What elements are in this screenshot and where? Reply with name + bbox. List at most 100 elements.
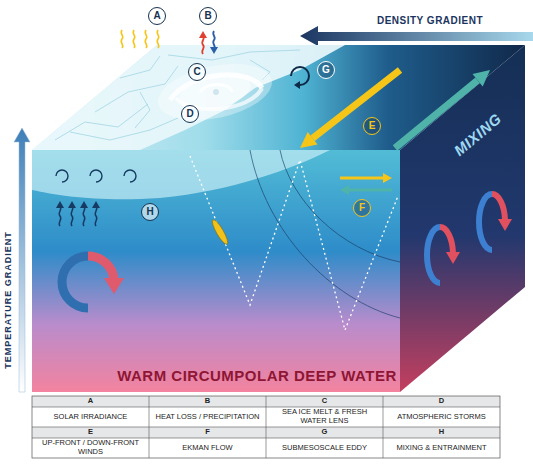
heat-loss-arrowhead — [199, 31, 207, 38]
arrowhead — [68, 201, 76, 208]
entrainment-arrow — [95, 206, 97, 226]
water-mass-label: WARM CIRCUMPOLAR DEEP WATER — [117, 368, 397, 385]
table-cell: MIXING & ENTRAINMENT — [383, 438, 500, 458]
table-key-letter: C — [266, 396, 383, 407]
mixing-arrowhead — [446, 252, 460, 264]
table-key-letter: G — [266, 427, 383, 438]
mixing-arrow — [440, 227, 453, 253]
ice-crack — [120, 56, 160, 78]
ekman-return-arrow — [348, 189, 392, 192]
ekman-flow-arrowhead — [383, 173, 392, 183]
solar-ray — [157, 30, 159, 48]
callout-circle: C — [188, 63, 206, 81]
callout-circle: E — [363, 117, 381, 135]
axis-label: TEMPERATURE GRADIENT — [4, 231, 14, 368]
entrainment-arrows — [59, 206, 97, 226]
arrowhead — [92, 201, 100, 208]
sea-ice — [32, 45, 345, 150]
arrowhead — [56, 201, 64, 208]
storm-cloud — [153, 55, 277, 130]
callout-letter: E — [369, 121, 376, 131]
ice-crack — [135, 92, 150, 128]
callout-letter: A — [153, 11, 160, 21]
glider-path — [190, 156, 398, 330]
mixing-arrow — [479, 194, 492, 250]
table-key-letter: E — [32, 427, 149, 438]
down-front-wind-arrowhead — [300, 132, 318, 148]
callout-circle: A — [148, 7, 166, 25]
callout-letter: H — [146, 207, 153, 217]
solar-ray — [133, 30, 135, 48]
table-cell: SUBMESOSCALE EDDY — [266, 438, 383, 458]
callout-circle: F — [353, 199, 371, 217]
table-rule — [32, 438, 500, 439]
callout-letter: G — [322, 65, 330, 75]
storm-arm — [170, 75, 262, 100]
heat-loss-arrow — [202, 36, 204, 54]
isopycnals — [250, 150, 400, 318]
table-key-letter: A — [32, 396, 149, 407]
callout-circle: H — [141, 203, 159, 221]
solar-ray — [121, 30, 123, 48]
arrowhead — [80, 201, 88, 208]
solar-ray — [145, 30, 147, 48]
entrainment-arrowheads — [56, 201, 100, 208]
table-cell: SEA ICE MELT & FRESH WATER LENS — [266, 407, 383, 427]
axis-label: DENSITY GRADIENT — [377, 15, 483, 26]
storm-eye — [213, 89, 219, 95]
top-face — [32, 45, 525, 150]
mixing-arrowhead — [498, 219, 512, 231]
callout-letter: D — [186, 109, 193, 119]
table-key-letter: F — [149, 427, 266, 438]
callout-circle: D — [181, 105, 199, 123]
overturning-arrowhead — [104, 278, 124, 294]
table-cell: EKMAN FLOW — [149, 438, 266, 458]
mixing-arrow — [427, 227, 440, 283]
precipitation-arrow — [213, 31, 215, 49]
small-eddy — [56, 170, 68, 182]
table-cell: HEAT LOSS / PRECIPITATION — [149, 407, 266, 427]
small-eddy — [90, 170, 102, 182]
eddy-arrowhead — [294, 81, 300, 89]
small-eddy — [124, 170, 136, 182]
table-border — [32, 396, 500, 458]
isopycnal-line — [250, 150, 400, 318]
fresh-water-lens — [32, 150, 330, 199]
table-rules — [32, 396, 500, 458]
ice-cracks — [55, 50, 300, 140]
mixing-arrow — [492, 194, 505, 220]
front-face — [32, 150, 400, 392]
ekman-return-arrowhead — [340, 185, 349, 195]
table-key-letter: B — [149, 396, 266, 407]
entrainment-arrow — [83, 206, 85, 226]
down-front-wind-arrow — [313, 70, 400, 138]
table-rule — [32, 407, 500, 408]
callout-letter: F — [359, 203, 365, 213]
callout-circle: B — [199, 7, 217, 25]
table-cell: UP-FRONT / DOWN-FRONT WINDS — [32, 438, 149, 458]
ice-crack — [55, 104, 148, 140]
overturning-arrow — [88, 256, 114, 280]
up-front-wind-arrowhead — [473, 70, 491, 86]
key-table — [32, 396, 500, 458]
entrainment-arrow — [71, 206, 73, 226]
entrainment-arrow — [59, 206, 61, 226]
callout-circle: G — [317, 61, 335, 79]
precipitation-arrowhead — [210, 47, 218, 54]
small-eddies — [56, 170, 136, 182]
ice-crack — [168, 50, 300, 60]
density-gradient-arrow — [300, 26, 533, 46]
temperature-gradient-arrow — [14, 128, 30, 392]
table-cell: ATMOSPHERIC STORMS — [383, 407, 500, 427]
overturning-arrow — [62, 256, 88, 308]
storm-swirl — [153, 55, 277, 130]
process-label: MIXING — [451, 111, 505, 160]
ice-crack — [70, 118, 178, 140]
table-key-letter: H — [383, 427, 500, 438]
callout-letter: C — [193, 67, 200, 77]
solar-rays — [121, 30, 159, 48]
ekman-flow-arrow — [340, 177, 384, 180]
